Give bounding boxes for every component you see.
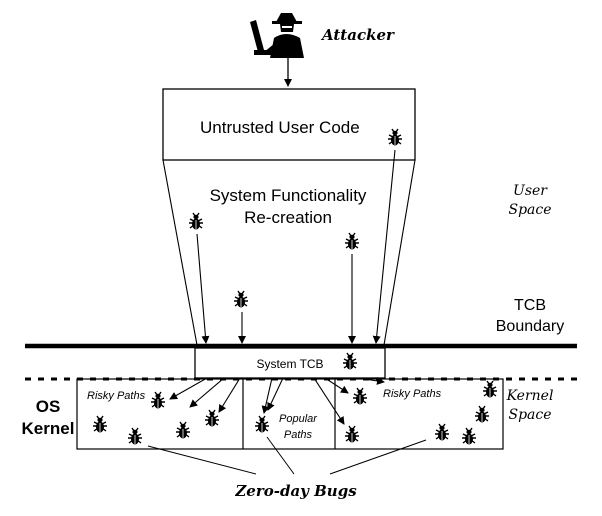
user-space-label-line1: User: [513, 183, 548, 199]
risky-paths-right-label: Risky Paths: [383, 388, 442, 400]
popular-paths-label-line2: Paths: [284, 429, 313, 441]
funnel-right-line: [383, 159, 416, 346]
system-functionality-label-line2: Re-creation: [244, 208, 332, 227]
zero-day-bugs-label: Zero-day Bugs: [234, 482, 357, 500]
bug-icon: [352, 387, 368, 406]
kernel-space-label-line2: Space: [508, 407, 551, 423]
bug-icon: [175, 421, 191, 440]
bug-arrow: [196, 233, 210, 344]
attacker-icon: [250, 13, 304, 58]
bug-icon: [434, 423, 450, 442]
system-functionality-label-line1: System Functionality: [210, 186, 367, 205]
bug-icon: [254, 415, 270, 434]
bug-icon: [474, 405, 490, 424]
tcb-boundary-label-line2: Boundary: [496, 318, 565, 335]
bug-icon: [233, 290, 249, 309]
bug-icon: [482, 380, 498, 399]
zero-day-pointer-line: [329, 439, 427, 475]
attacker-label: Attacker: [320, 26, 395, 44]
system-tcb-label: System TCB: [256, 357, 323, 371]
tcb-boundary-label-line1: TCB: [514, 297, 546, 314]
tcb-path-arrow: [357, 376, 385, 385]
untrusted-user-code-box: [162, 88, 416, 161]
untrusted-user-code-label: Untrusted User Code: [200, 118, 360, 137]
bug-icon: [127, 427, 143, 446]
bug-icon: [92, 415, 108, 434]
tcb-path-arrow: [313, 377, 345, 425]
tcb-path-arrow: [169, 377, 208, 400]
bug-arrow: [372, 149, 396, 344]
zero-day-pointer-line: [147, 445, 257, 475]
os-kernel-label-line2: Kernel: [22, 419, 75, 438]
kernel-space-label-line1: Kernel: [506, 388, 554, 404]
bug-icon: [204, 409, 220, 428]
tcb-path-arrow: [324, 377, 349, 394]
zero-day-pointer-line: [266, 436, 295, 475]
funnel-left-line: [162, 159, 198, 346]
tcb-path-arrow: [261, 377, 273, 414]
tcb-path-arrow: [189, 377, 225, 408]
user-space-label-line2: Space: [508, 202, 551, 218]
bug-icon: [461, 427, 477, 446]
bug-icon: [344, 425, 360, 444]
bug-icon: [188, 212, 204, 231]
os-kernel-label-line1: OS: [36, 397, 61, 416]
bug-icon: [150, 391, 166, 410]
popular-paths-label-line1: Popular: [279, 413, 318, 425]
tcb-path-arrow: [267, 377, 284, 411]
risky-paths-left-label: Risky Paths: [87, 390, 146, 402]
tcb-path-arrow: [218, 377, 241, 413]
kernel-box: [76, 378, 504, 450]
bug-icon: [344, 232, 360, 251]
